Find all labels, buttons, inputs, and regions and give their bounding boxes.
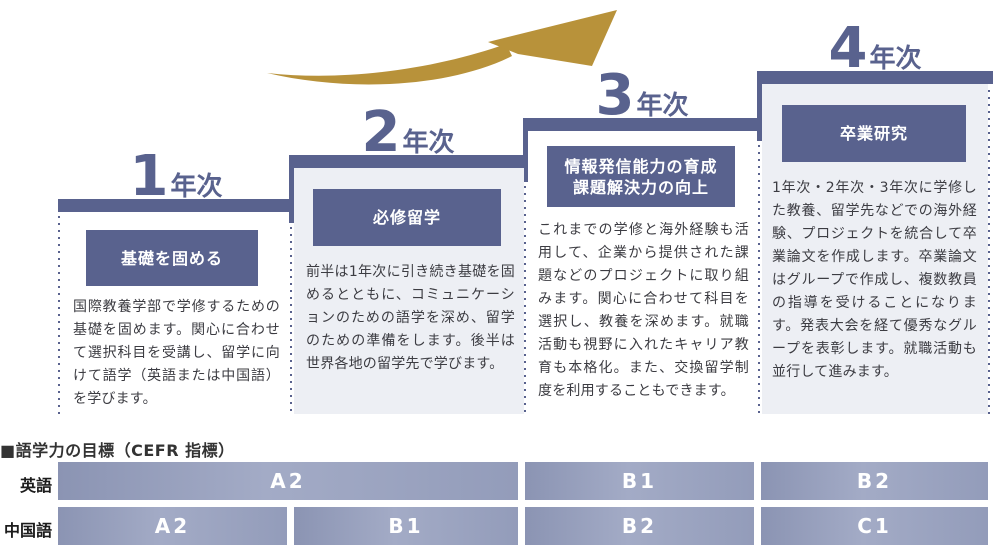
cefr-row-label-english: 英語 [19, 476, 52, 495]
dotted-divider [58, 216, 60, 414]
cefr-cell-chinese-a2: A2 [58, 507, 287, 545]
dotted-divider [290, 227, 292, 414]
year-number: 1 [129, 144, 169, 209]
cefr-cell-english-b1: B1 [525, 462, 754, 500]
cefr-heading: ■語学力の目標（CEFR 指標） [0, 441, 235, 460]
year-number: 4 [828, 16, 868, 81]
year-number: 2 [361, 100, 401, 165]
step-riser-year2 [289, 155, 294, 223]
step-bar-year1 [58, 199, 294, 212]
cefr-cell-english-a2: A2 [58, 462, 518, 500]
growth-arrow-icon [267, 10, 617, 85]
dotted-divider [524, 186, 526, 414]
step-bar-year2 [289, 155, 527, 168]
cefr-cell-chinese-b2: B2 [525, 507, 754, 545]
dotted-divider [988, 90, 990, 414]
stage-title-year2: 必修留学 [313, 189, 501, 246]
cefr-cell-chinese-c1: C1 [761, 507, 988, 545]
stage-title-year3: 情報発信能力の育成 課題解決力の向上 [547, 146, 735, 207]
year-suffix: 年次 [636, 91, 689, 121]
stage-title-year4: 卒業研究 [782, 105, 966, 162]
cefr-cell-english-b2: B2 [761, 462, 988, 500]
stage-description-year3: これまでの学修と海外経験も活用して、企業から提供された課題などのプロジェクトに取… [538, 222, 749, 399]
dotted-divider [758, 145, 760, 414]
year-suffix: 年次 [170, 172, 223, 202]
stage-description-year1: 国際教養学部で学修するための基礎を固めます。関心に合わせて選択科目を受講し、留学… [73, 299, 280, 407]
step-riser-year3 [523, 118, 528, 182]
stage-description-year2: 前半は1年次に引き続き基礎を固めるとともに、コミュニケーションのための語学を深め… [306, 264, 515, 372]
stage-description-year4: 1年次・2年次・3年次に学修した教養、留学先などでの海外経験、プロジェクトを統合… [772, 180, 977, 380]
year-suffix: 年次 [402, 128, 455, 158]
year-suffix: 年次 [869, 44, 922, 74]
cefr-cell-chinese-b1: B1 [294, 507, 518, 545]
year-number: 3 [595, 63, 635, 128]
cefr-row-label-chinese: 中国語 [3, 521, 52, 540]
step-bar-year4 [757, 71, 993, 84]
step-riser-year4 [757, 71, 762, 141]
stage-title-year1: 基礎を固める [86, 230, 258, 286]
step-bar-year3 [523, 118, 761, 131]
